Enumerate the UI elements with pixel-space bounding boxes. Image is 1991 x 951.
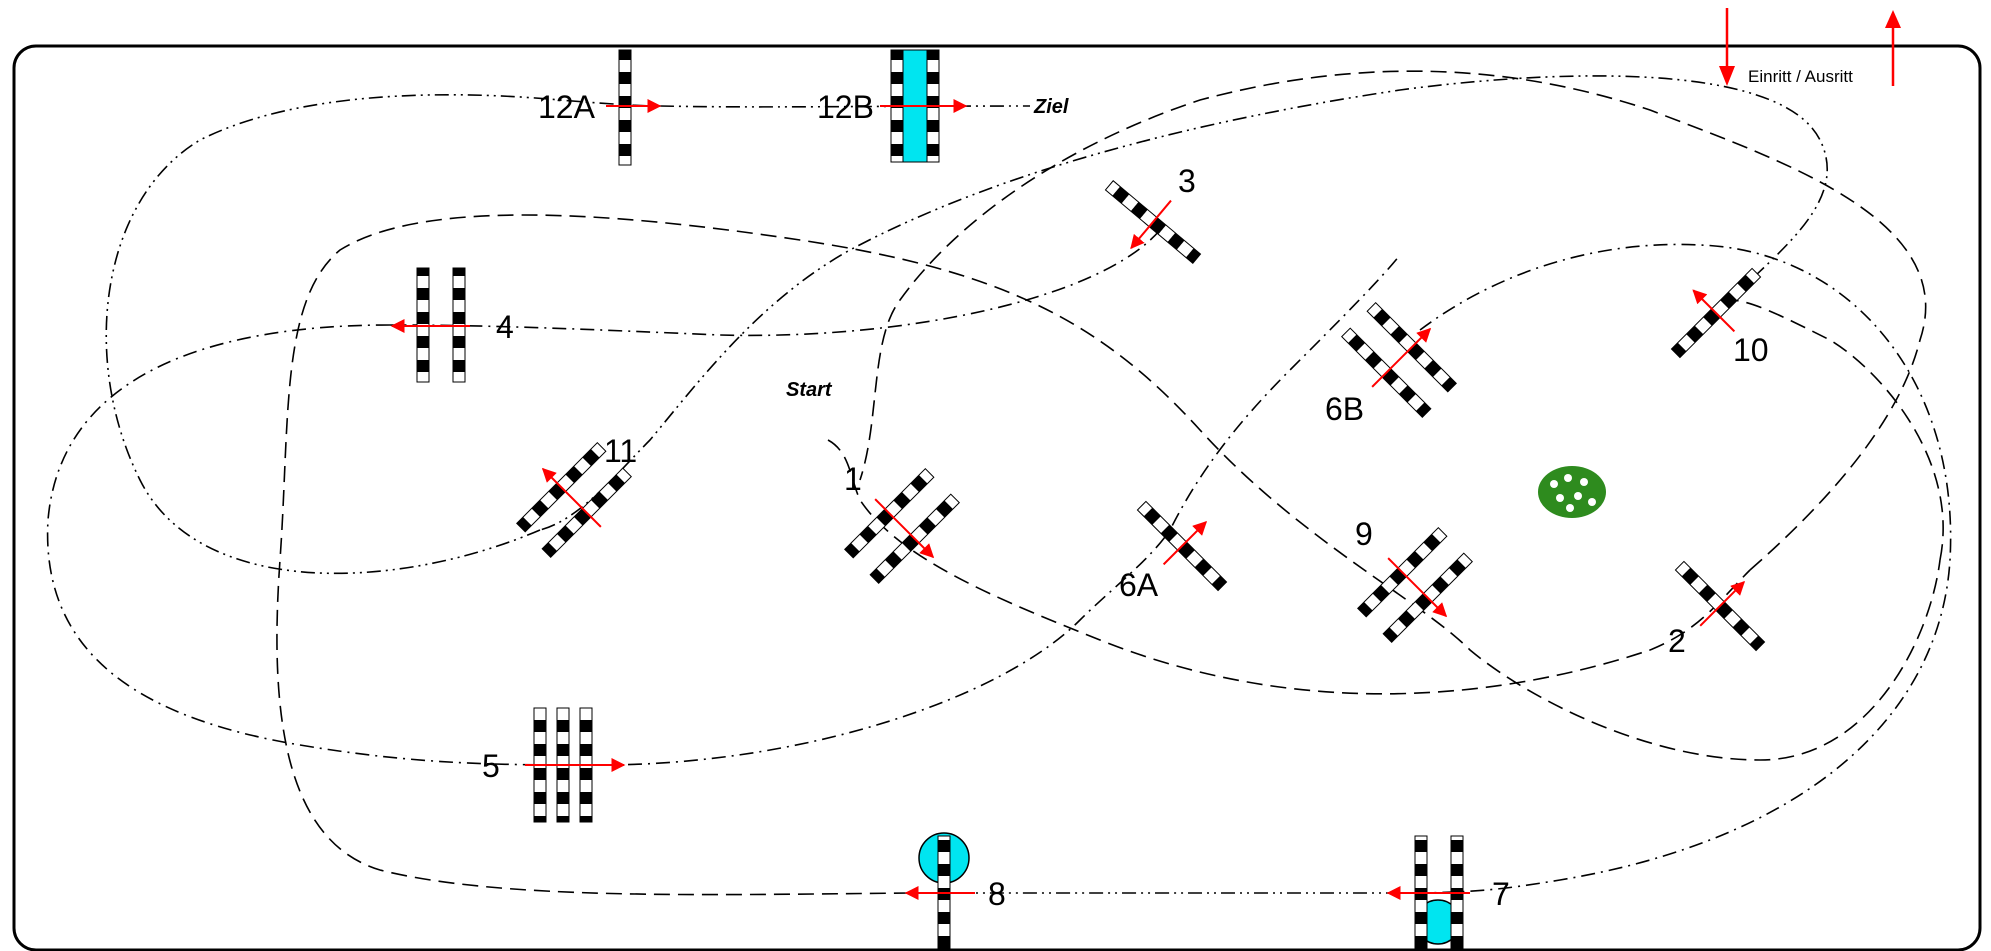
- obstacle-9: [1357, 527, 1473, 643]
- entry-exit-indicator: Einritt / Ausritt: [1719, 8, 1901, 86]
- entry-arrow-icon: [1719, 66, 1735, 86]
- obstacle-label: 10: [1733, 332, 1769, 368]
- obstacle-label: 12B: [817, 89, 874, 125]
- obstacle-5: 5: [482, 707, 626, 823]
- obstacle-label: 4: [496, 309, 514, 345]
- obstacle-12b: 12B: [817, 49, 968, 163]
- entry-exit-label: Einritt / Ausritt: [1748, 67, 1853, 86]
- obstacle-label: 9: [1355, 516, 1373, 552]
- obstacle-label: 8: [988, 876, 1006, 912]
- obstacle-label: 7: [1492, 876, 1510, 912]
- obstacle-11: [516, 442, 632, 558]
- route-6b-7: [1399, 243, 1952, 894]
- route-5-6a: [599, 254, 1401, 766]
- obstacle-label: 6A: [1119, 567, 1159, 603]
- obstacle-label: 2: [1668, 623, 1686, 659]
- start-label: Start: [786, 379, 833, 401]
- exit-arrow-icon: [1885, 10, 1901, 28]
- obstacle-label: 5: [482, 748, 500, 784]
- route-9-10: [1729, 299, 1944, 561]
- obstacle-10: [1670, 267, 1762, 359]
- obstacle-8: 8: [904, 832, 1006, 949]
- obstacle-2: [1674, 560, 1766, 652]
- arena-border: [12, 44, 1982, 951]
- obstacle-6a: [1136, 500, 1228, 592]
- obstacle-label: 12A: [538, 89, 596, 125]
- route-8-9: [276, 214, 1941, 896]
- obstacle-6b: [1341, 302, 1457, 418]
- obstacle-3: [1104, 180, 1202, 264]
- route-4-5: [46, 324, 601, 766]
- obstacle-4: 4: [390, 267, 514, 383]
- route-3-4: [389, 229, 1161, 337]
- obstacle-7: 7: [1386, 835, 1510, 949]
- route-2-3: [859, 70, 1927, 571]
- obstacle-label: 1: [844, 461, 862, 497]
- obstacle-label: 11: [604, 433, 637, 469]
- obstacle-label: 3: [1178, 163, 1196, 199]
- route-lines: [46, 70, 1952, 896]
- obstacle-label: 6B: [1325, 391, 1364, 427]
- finish-label: Ziel: [1033, 96, 1069, 118]
- hedge-icon: [1538, 466, 1606, 518]
- obstacle-12a: 12A: [538, 49, 662, 166]
- obstacle-1: [844, 468, 960, 584]
